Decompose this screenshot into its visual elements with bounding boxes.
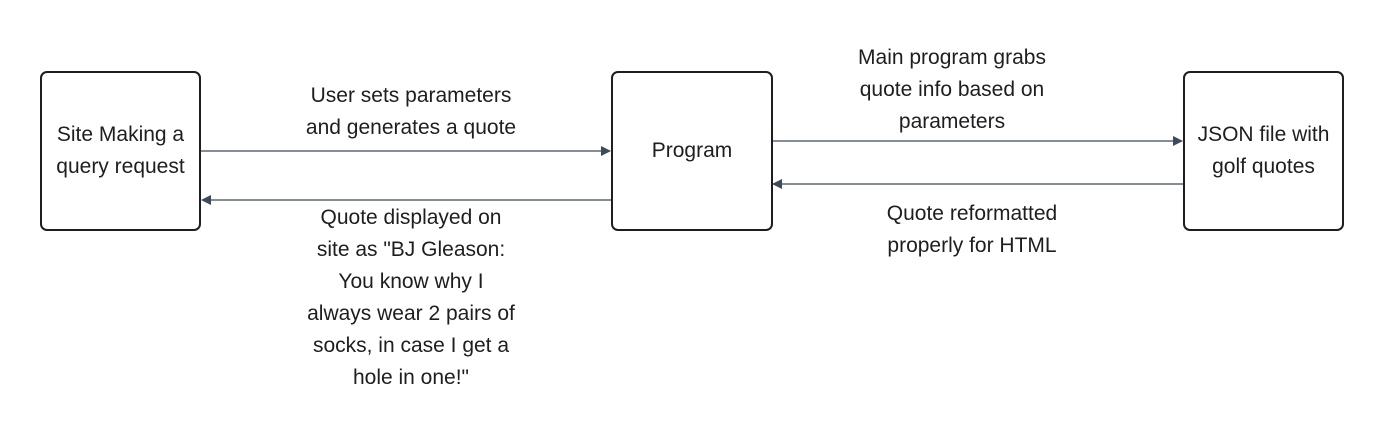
edge-label-program-to-json: Main program grabs quote info based on p… — [858, 46, 1046, 133]
edge-label-json-to-program: Quote reformatted properly for HTML — [886, 202, 1058, 257]
program-node: Program — [611, 71, 773, 231]
edge-label-site-to-program: User sets parameters and generates a quo… — [305, 84, 517, 139]
site-node: Site Making a query request — [40, 71, 201, 231]
json-file-node: JSON file with golf quotes — [1183, 71, 1344, 231]
edge-label-program-to-site: Quote displayed on site as "BJ Gleason: … — [307, 206, 515, 389]
